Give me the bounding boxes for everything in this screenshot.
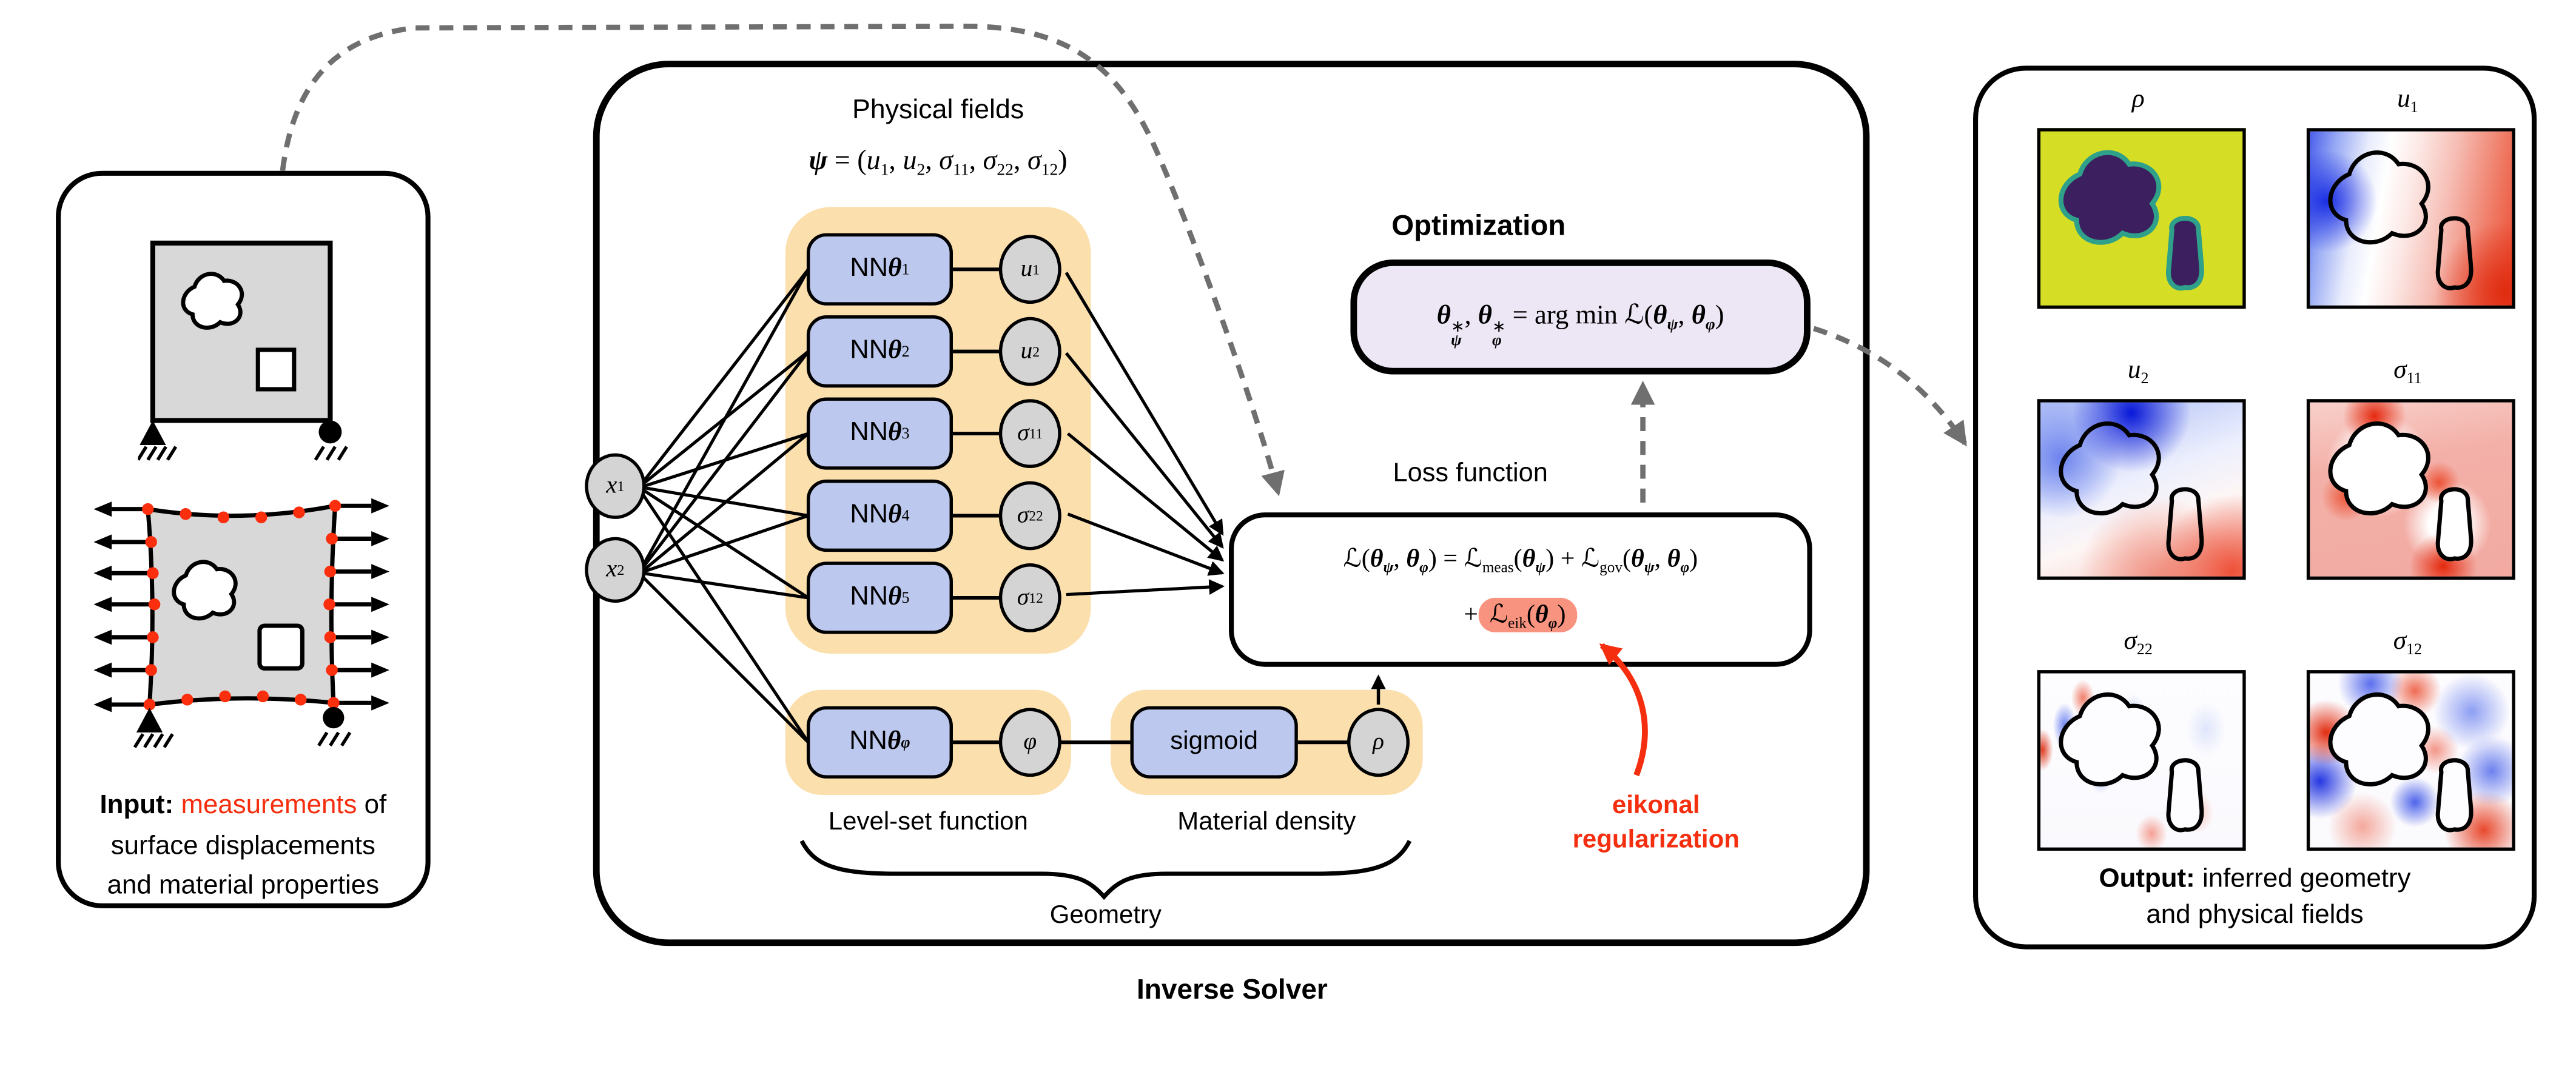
hole-outline-bean	[2438, 218, 2471, 288]
density-blob-bean	[2168, 218, 2202, 288]
field-plot-u1	[2306, 128, 2515, 309]
hole-outline-trefoil	[2330, 153, 2428, 243]
specimen-deformed	[93, 498, 389, 748]
eikonal-note-line1: eikonal	[1612, 791, 1700, 820]
deformed-body	[145, 503, 338, 708]
input-caption-line2: surface displacements	[110, 830, 375, 860]
input-caption: Input: measurements of surface displacem…	[56, 785, 431, 906]
hole-outline-bean	[2168, 489, 2202, 559]
inverse-solver-label: Inverse Solver	[1137, 974, 1328, 1005]
square-hole	[257, 623, 304, 671]
field-plot-s12	[2306, 670, 2515, 851]
field-label-u2: u2	[2127, 356, 2149, 389]
psi-formula: ψ = (u1, u2, σ11, σ22, σ12)	[809, 144, 1068, 180]
hole-outline-trefoil	[2061, 424, 2159, 514]
field-label-s22: σ22	[2124, 627, 2153, 660]
specimen-undeformed	[138, 240, 348, 461]
field-label-s11: σ11	[2393, 356, 2422, 389]
geometry-label: Geometry	[1049, 902, 1162, 930]
field-plot-s11	[2306, 399, 2515, 580]
eikonal-note-line2: regularization	[1572, 826, 1740, 854]
sigmoid-box: sigmoid	[1130, 706, 1298, 779]
output-caption: Output: inferred geometry and physical f…	[1973, 860, 2537, 933]
optimization-box: θ∗ψ, θ∗φ = arg min ℒ(θψ, θφ)	[1350, 259, 1811, 375]
rho-node: ρ	[1347, 708, 1410, 777]
field-plot-s22	[2037, 670, 2246, 851]
output-caption-line2: and physical fields	[2146, 900, 2364, 930]
field-label-s12: σ12	[2393, 627, 2423, 660]
roller-support-icon	[317, 707, 352, 747]
loss-equation-line1: ℒ(θψ, θφ) = ℒmeas(θψ) + ℒgov(θψ, θφ)	[1343, 543, 1698, 577]
input-caption-line1: Input: measurements of	[99, 789, 387, 820]
density-label: Material density	[1177, 808, 1356, 836]
hole-outline-trefoil	[2061, 694, 2159, 784]
levelset-label: Level-set function	[828, 808, 1028, 836]
loss-equation-line2: +ℒeik(θφ)	[1234, 597, 1807, 632]
density-blob-trefoil	[2061, 153, 2159, 243]
measurement-points	[142, 500, 341, 711]
loss-function-box: ℒ(θψ, θφ) = ℒmeas(θψ) + ℒgov(θψ, θφ) +ℒe…	[1229, 512, 1812, 667]
hole-outline-bean	[2168, 760, 2202, 830]
loss-function-label: Loss function	[1393, 460, 1548, 488]
field-label-u1: u1	[2397, 85, 2418, 118]
field-label-rho: ρ	[2131, 85, 2145, 113]
input-caption-line3: and material properties	[107, 870, 380, 900]
specimen-body	[150, 240, 333, 423]
roller-support-icon	[314, 420, 348, 461]
optimization-label: Optimization	[1391, 208, 1566, 242]
eikonal-note: eikonal regularization	[1525, 788, 1787, 857]
pin-support-icon	[133, 708, 174, 748]
pin-support-icon	[138, 420, 178, 461]
eikonal-loss-term: ℒeik(θφ)	[1478, 597, 1578, 632]
right-traction-arrows	[332, 498, 389, 711]
field-plot-rho	[2037, 128, 2246, 309]
hole-outline-trefoil	[2330, 694, 2428, 784]
physical-fields-title: Physical fields	[852, 95, 1024, 125]
hole-outline-bean	[2438, 489, 2471, 559]
argmin-formula: θ∗ψ, θ∗φ = arg min ℒ(θψ, θφ)	[1436, 298, 1724, 350]
square-hole	[255, 347, 297, 392]
left-traction-arrows	[93, 501, 152, 712]
hole-outline-trefoil	[2330, 424, 2428, 514]
loss-plus-sign: +	[1464, 601, 1478, 629]
output-caption-line1: Output: inferred geometry	[2099, 863, 2411, 894]
phi-node: φ	[998, 708, 1061, 777]
hole-outline-bean	[2438, 760, 2471, 830]
field-plot-u2	[2037, 399, 2246, 580]
